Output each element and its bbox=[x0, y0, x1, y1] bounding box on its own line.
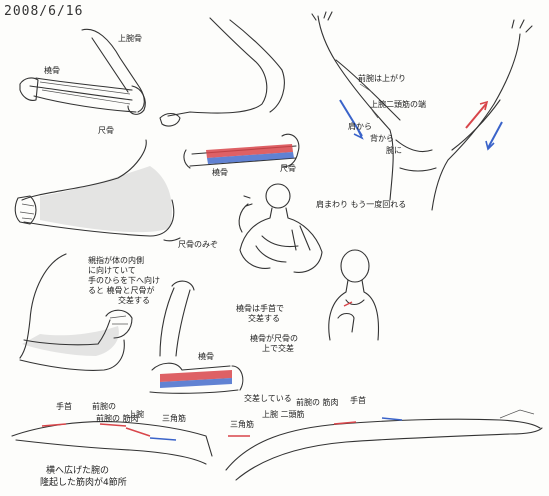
cross-note-line-4: 上で交差 bbox=[262, 344, 294, 353]
arm-label-wrist-left: 手首 bbox=[56, 402, 72, 411]
label-radius-3: 橈骨 bbox=[198, 352, 214, 361]
raised-arms-figure bbox=[311, 11, 533, 211]
figure-back-sketch bbox=[328, 249, 380, 341]
bottom-note-line-2: 隆起した筋肉が4節所 bbox=[40, 478, 127, 488]
arm-label-forearm-muscle-left: 前腕の 筋肉 bbox=[96, 414, 139, 423]
label-ulna-2: 尺骨 bbox=[280, 164, 296, 173]
outstretched-arm-left bbox=[11, 421, 213, 465]
forearm-note-line-3: 手のひらを下へ向け bbox=[88, 276, 160, 285]
arm-label-forearm-muscle-right: 前腕の 筋肉 bbox=[296, 398, 339, 407]
label-from-shoulder: 肩から bbox=[348, 122, 372, 131]
cross-note-line-2: 交差する bbox=[248, 314, 280, 323]
crossed-bones-arm bbox=[149, 280, 244, 394]
bone-arm-sketch bbox=[19, 28, 146, 115]
forearm-note-line-4: ると 橈骨と尺骨が bbox=[88, 286, 155, 295]
arm-label-wrist-right: 手首 bbox=[350, 396, 366, 405]
label-from-back: 背から bbox=[370, 134, 394, 143]
label-biceps-end: 上腕二頭筋の端 bbox=[370, 100, 426, 109]
cross-note-line-3: 橈骨が尺骨の bbox=[250, 334, 298, 343]
label-shoulder-note: 肩まわり もう一度回れる bbox=[316, 200, 407, 209]
bent-arm-sketch bbox=[159, 17, 300, 169]
label-to-arm: 腕に bbox=[386, 146, 402, 155]
cross-note-line-1: 橈骨は手首で bbox=[236, 304, 284, 313]
arm-label-deltoid-left: 三角筋 bbox=[162, 414, 186, 423]
forearm-note-line-1: 親指が体の内側 bbox=[88, 256, 144, 265]
label-ulna-ridge: 尺骨のみぞ bbox=[178, 240, 218, 249]
outstretched-arm-right bbox=[225, 409, 543, 481]
bent-forearm-sketch bbox=[19, 253, 133, 371]
arm-label-biceps-right: 上腕 二頭筋 bbox=[262, 410, 305, 419]
label-crossing: 交差している bbox=[244, 394, 292, 403]
label-forearm-raised: 前腕は上がり bbox=[358, 74, 406, 83]
sketch-date: 2008/6/16 bbox=[4, 4, 84, 19]
clasped-hand-arm bbox=[14, 139, 181, 242]
arm-label-deltoid-right: 三角筋 bbox=[230, 420, 254, 429]
label-radius-2: 橈骨 bbox=[212, 168, 228, 177]
forearm-note-line-5: 交差する bbox=[118, 296, 150, 305]
forearm-note-line-2: に向けていて bbox=[88, 266, 136, 275]
arm-label-upperarm-left: 上腕 bbox=[128, 410, 144, 419]
bottom-note-line-1: 横へ広げた腕の bbox=[46, 466, 110, 476]
label-humerus-top: 上腕骨 bbox=[118, 34, 142, 43]
label-ulna-1: 尺骨 bbox=[98, 126, 114, 135]
arm-label-forearm-left: 前腕の bbox=[92, 402, 116, 411]
label-radius-1: 橈骨 bbox=[44, 66, 60, 75]
figure-torso-sketch bbox=[238, 183, 323, 273]
